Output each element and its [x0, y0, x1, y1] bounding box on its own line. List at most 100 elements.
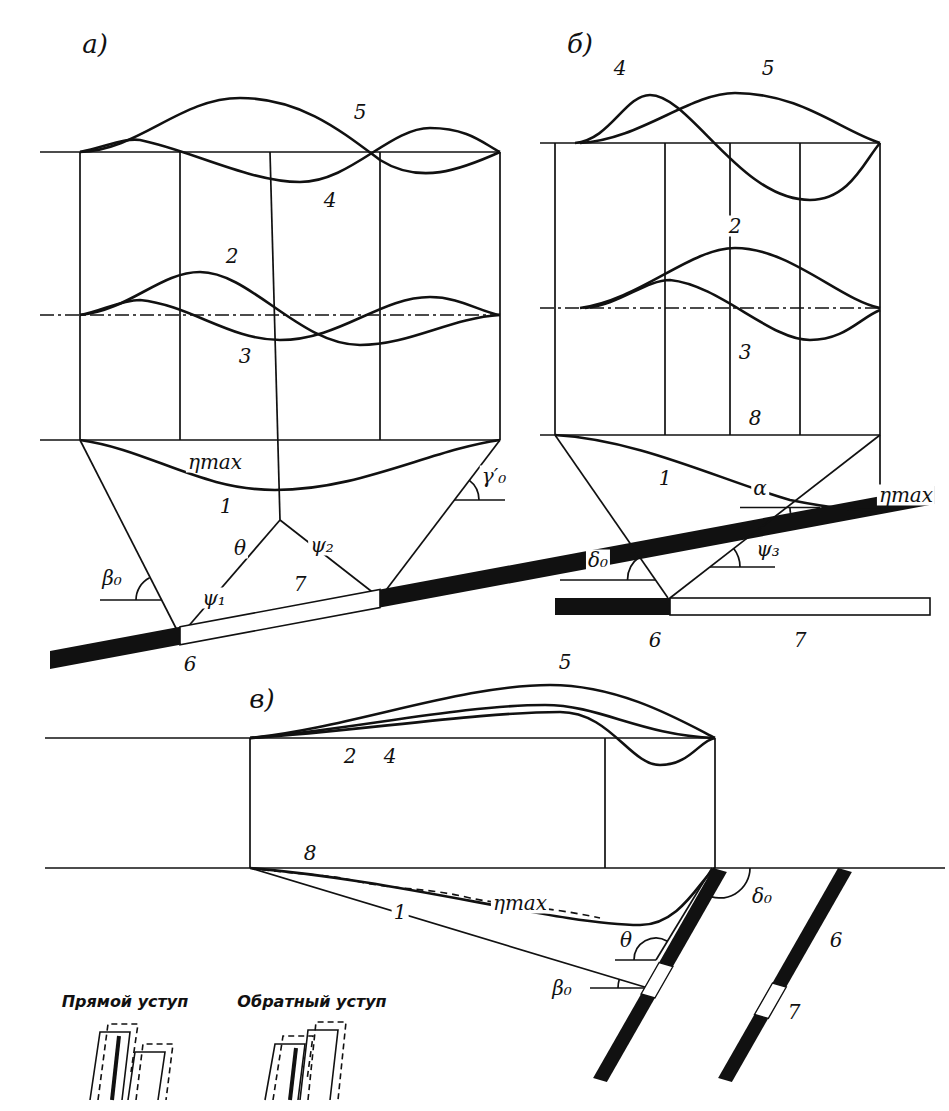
callout-number: 2 — [342, 746, 359, 767]
callout-number: 3 — [737, 342, 754, 363]
block-outline — [273, 1036, 313, 1100]
callout-number: 7 — [786, 1002, 803, 1023]
callout-number: 5 — [557, 652, 574, 673]
dimension-label: ηmax — [877, 485, 935, 506]
ground-line — [45, 867, 945, 869]
caption-note: Обратный уступ — [235, 994, 388, 1011]
seam-band — [718, 868, 852, 1082]
angle-line — [280, 520, 380, 598]
curve — [580, 248, 880, 308]
panel-c-curves — [250, 685, 715, 925]
reference-line — [615, 959, 656, 961]
angle-label: θ — [618, 930, 634, 951]
subsidence-curve — [250, 868, 715, 925]
worked-area — [755, 983, 787, 1019]
reference-line — [100, 599, 161, 601]
boundary-line — [250, 868, 648, 988]
angle-label: ψ₁ — [200, 588, 228, 609]
subsidence-curve — [555, 435, 880, 510]
curve — [80, 98, 500, 173]
panel-b-curves — [555, 93, 880, 510]
panel-c-seams — [593, 868, 852, 1082]
reference-line — [740, 507, 820, 509]
reference-line — [560, 579, 656, 581]
panel-a-frame — [40, 152, 820, 636]
angle-label: γ′₀ — [480, 466, 509, 487]
angle-arc — [634, 938, 667, 960]
boundary-line — [555, 435, 668, 598]
worked-area — [641, 963, 673, 999]
curve — [80, 297, 500, 340]
callout-number: 1 — [392, 902, 409, 923]
callout-number: 6 — [182, 654, 199, 675]
angle-label: ψ₂ — [308, 535, 336, 556]
curve — [80, 272, 500, 345]
panel-a-curves — [80, 98, 500, 490]
callout-number: 5 — [352, 102, 369, 123]
panel-letter: а) — [80, 31, 110, 58]
vertical-line — [879, 143, 881, 510]
block-outline — [90, 1032, 130, 1100]
vertical-line — [604, 738, 606, 868]
panel-b-frame — [540, 143, 880, 598]
angle-arc — [618, 979, 619, 988]
seam-band — [593, 868, 727, 1082]
vertical-line — [249, 738, 251, 868]
block-outline — [308, 1022, 346, 1100]
angle-arc — [628, 557, 640, 580]
boundary-line — [670, 435, 880, 598]
block-outline — [300, 1030, 338, 1100]
callout-number: 8 — [302, 843, 319, 864]
angle-arc — [734, 549, 740, 567]
callout-number: 6 — [828, 930, 845, 951]
dimension-label: ηmax — [491, 893, 549, 914]
ground-line — [540, 434, 880, 436]
angle-label: β₀ — [550, 978, 574, 999]
panel-b-seam — [555, 598, 930, 615]
vertical-line — [179, 152, 181, 440]
dimension-label: ηmax — [186, 452, 244, 473]
seam-band — [555, 598, 670, 615]
callout-number: 8 — [747, 408, 764, 429]
panel-letter: б) — [565, 31, 595, 58]
angle-label: α — [751, 478, 769, 499]
angle-label: β₀ — [100, 568, 124, 589]
callout-number: 4 — [382, 746, 399, 767]
angle-label: δ₀ — [750, 886, 774, 907]
callout-number: 6 — [647, 630, 664, 651]
curve — [585, 280, 880, 340]
callout-number: 2 — [224, 246, 241, 267]
vertical-line — [379, 152, 381, 440]
callout-number: 2 — [727, 216, 744, 237]
curve — [580, 93, 880, 143]
curve — [80, 128, 500, 182]
vertical-line — [714, 738, 716, 868]
curve — [250, 712, 715, 765]
reference-line — [710, 566, 775, 568]
seam-band — [380, 486, 935, 608]
vertical-line — [270, 152, 280, 520]
callout-number: 3 — [237, 346, 254, 367]
ground-line — [40, 439, 500, 441]
block-outline — [98, 1024, 138, 1100]
callout-number: 7 — [292, 574, 309, 595]
block-outline — [265, 1044, 305, 1100]
vertical-line — [499, 152, 501, 440]
subsidence-curve — [80, 440, 500, 490]
angle-arc — [469, 480, 479, 500]
curve — [575, 95, 880, 200]
curve — [250, 685, 715, 738]
vertical-line — [664, 143, 666, 435]
vertical-line — [554, 143, 556, 435]
callout-number: 4 — [322, 190, 339, 211]
angle-label: θ — [232, 538, 248, 559]
angle-arc — [136, 578, 150, 600]
callout-number: 4 — [612, 58, 629, 79]
panel-a-seam — [50, 486, 935, 669]
callout-number: 1 — [657, 468, 674, 489]
boundary-line — [80, 440, 180, 636]
block-outline — [136, 1044, 173, 1100]
